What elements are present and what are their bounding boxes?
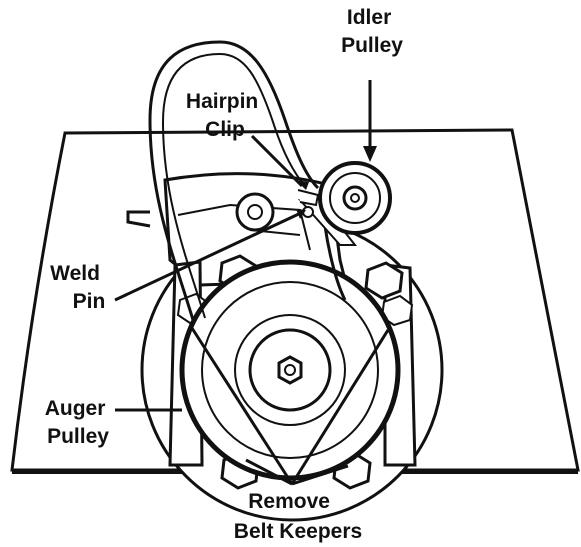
idler-pulley-groove bbox=[329, 172, 381, 224]
remove-belt-keepers-label: Remove Belt Keepers bbox=[234, 490, 362, 543]
hex-bolt-top-right bbox=[364, 261, 404, 300]
weld-pin-arrow bbox=[296, 209, 306, 219]
weld-pin-label: Weld Pin bbox=[50, 262, 106, 313]
weld-pin-leader bbox=[114, 210, 304, 302]
auger-hub-nut-hole bbox=[284, 364, 296, 376]
drive-belt-inner bbox=[161, 52, 306, 319]
hairpin-clip-label: Hairpin Clip bbox=[186, 90, 264, 141]
belt-keeper-leader-1 bbox=[188, 324, 294, 485]
auger-pulley-groove bbox=[201, 281, 379, 459]
hairpin-clip-part bbox=[297, 189, 320, 207]
engine-pulley-center bbox=[247, 204, 263, 220]
hairpin-clip-leader bbox=[250, 134, 304, 188]
idler-pulley-arrow bbox=[363, 146, 377, 162]
auger-pulley-label: Auger Pulley bbox=[45, 397, 112, 448]
idler-pulley-center bbox=[350, 193, 360, 203]
auger-pulley-hub-ring bbox=[234, 314, 346, 426]
engine-handle bbox=[126, 210, 151, 228]
drive-belt bbox=[148, 40, 320, 321]
belt-keeper-leader-3 bbox=[291, 464, 349, 486]
belt-keeper-leader-4 bbox=[290, 329, 390, 485]
belt-keeper-leader-2 bbox=[245, 458, 293, 486]
idler-pulley-label: Idler Pulley bbox=[341, 6, 403, 57]
hairpin-clip-arrow bbox=[296, 180, 309, 190]
